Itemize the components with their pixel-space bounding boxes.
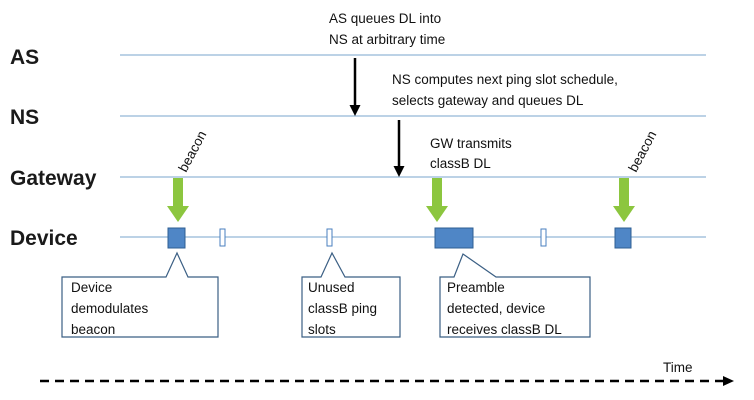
downlink-arrow-gw — [426, 178, 448, 222]
time-axis-label: Time — [663, 360, 693, 375]
callout-unused-text: Unused classB ping slots — [308, 280, 381, 337]
annotation-as-queue: AS queues DL into NS at arbitrary time — [329, 11, 445, 47]
callout-demodulate — [61, 251, 219, 338]
row-label-device: Device — [10, 227, 78, 250]
ping-slot-1 — [219, 228, 226, 247]
annotation-gw-transmit: GW transmits classB DL — [430, 136, 516, 171]
beacon-slot-left — [167, 227, 186, 249]
row-label-ns: NS — [10, 106, 39, 129]
row-label-gateway: Gateway — [10, 167, 97, 190]
beacon-label-right: beacon — [625, 128, 659, 174]
callout-demodulate-text: Device demodulates beacon — [71, 280, 152, 337]
beacon-arrow-right — [613, 178, 635, 222]
beacon-slot-right — [614, 227, 632, 249]
row-label-as: AS — [10, 46, 39, 69]
callout-preamble-text: Preamble detected, device receives class… — [447, 280, 562, 337]
arrow-as-to-ns-head — [349, 105, 361, 116]
ping-slot-2 — [326, 228, 333, 247]
arrow-ns-to-gateway-head — [393, 166, 405, 177]
downlink-slot — [434, 227, 474, 249]
time-axis-arrowhead — [723, 376, 734, 386]
callout-unused — [301, 251, 401, 338]
annotation-ns-compute: NS computes next ping slot schedule, sel… — [392, 72, 622, 108]
ping-slot-3 — [540, 228, 547, 247]
beacon-arrow-left — [167, 178, 189, 222]
callout-preamble — [439, 253, 591, 338]
beacon-label-left: beacon — [175, 128, 209, 174]
